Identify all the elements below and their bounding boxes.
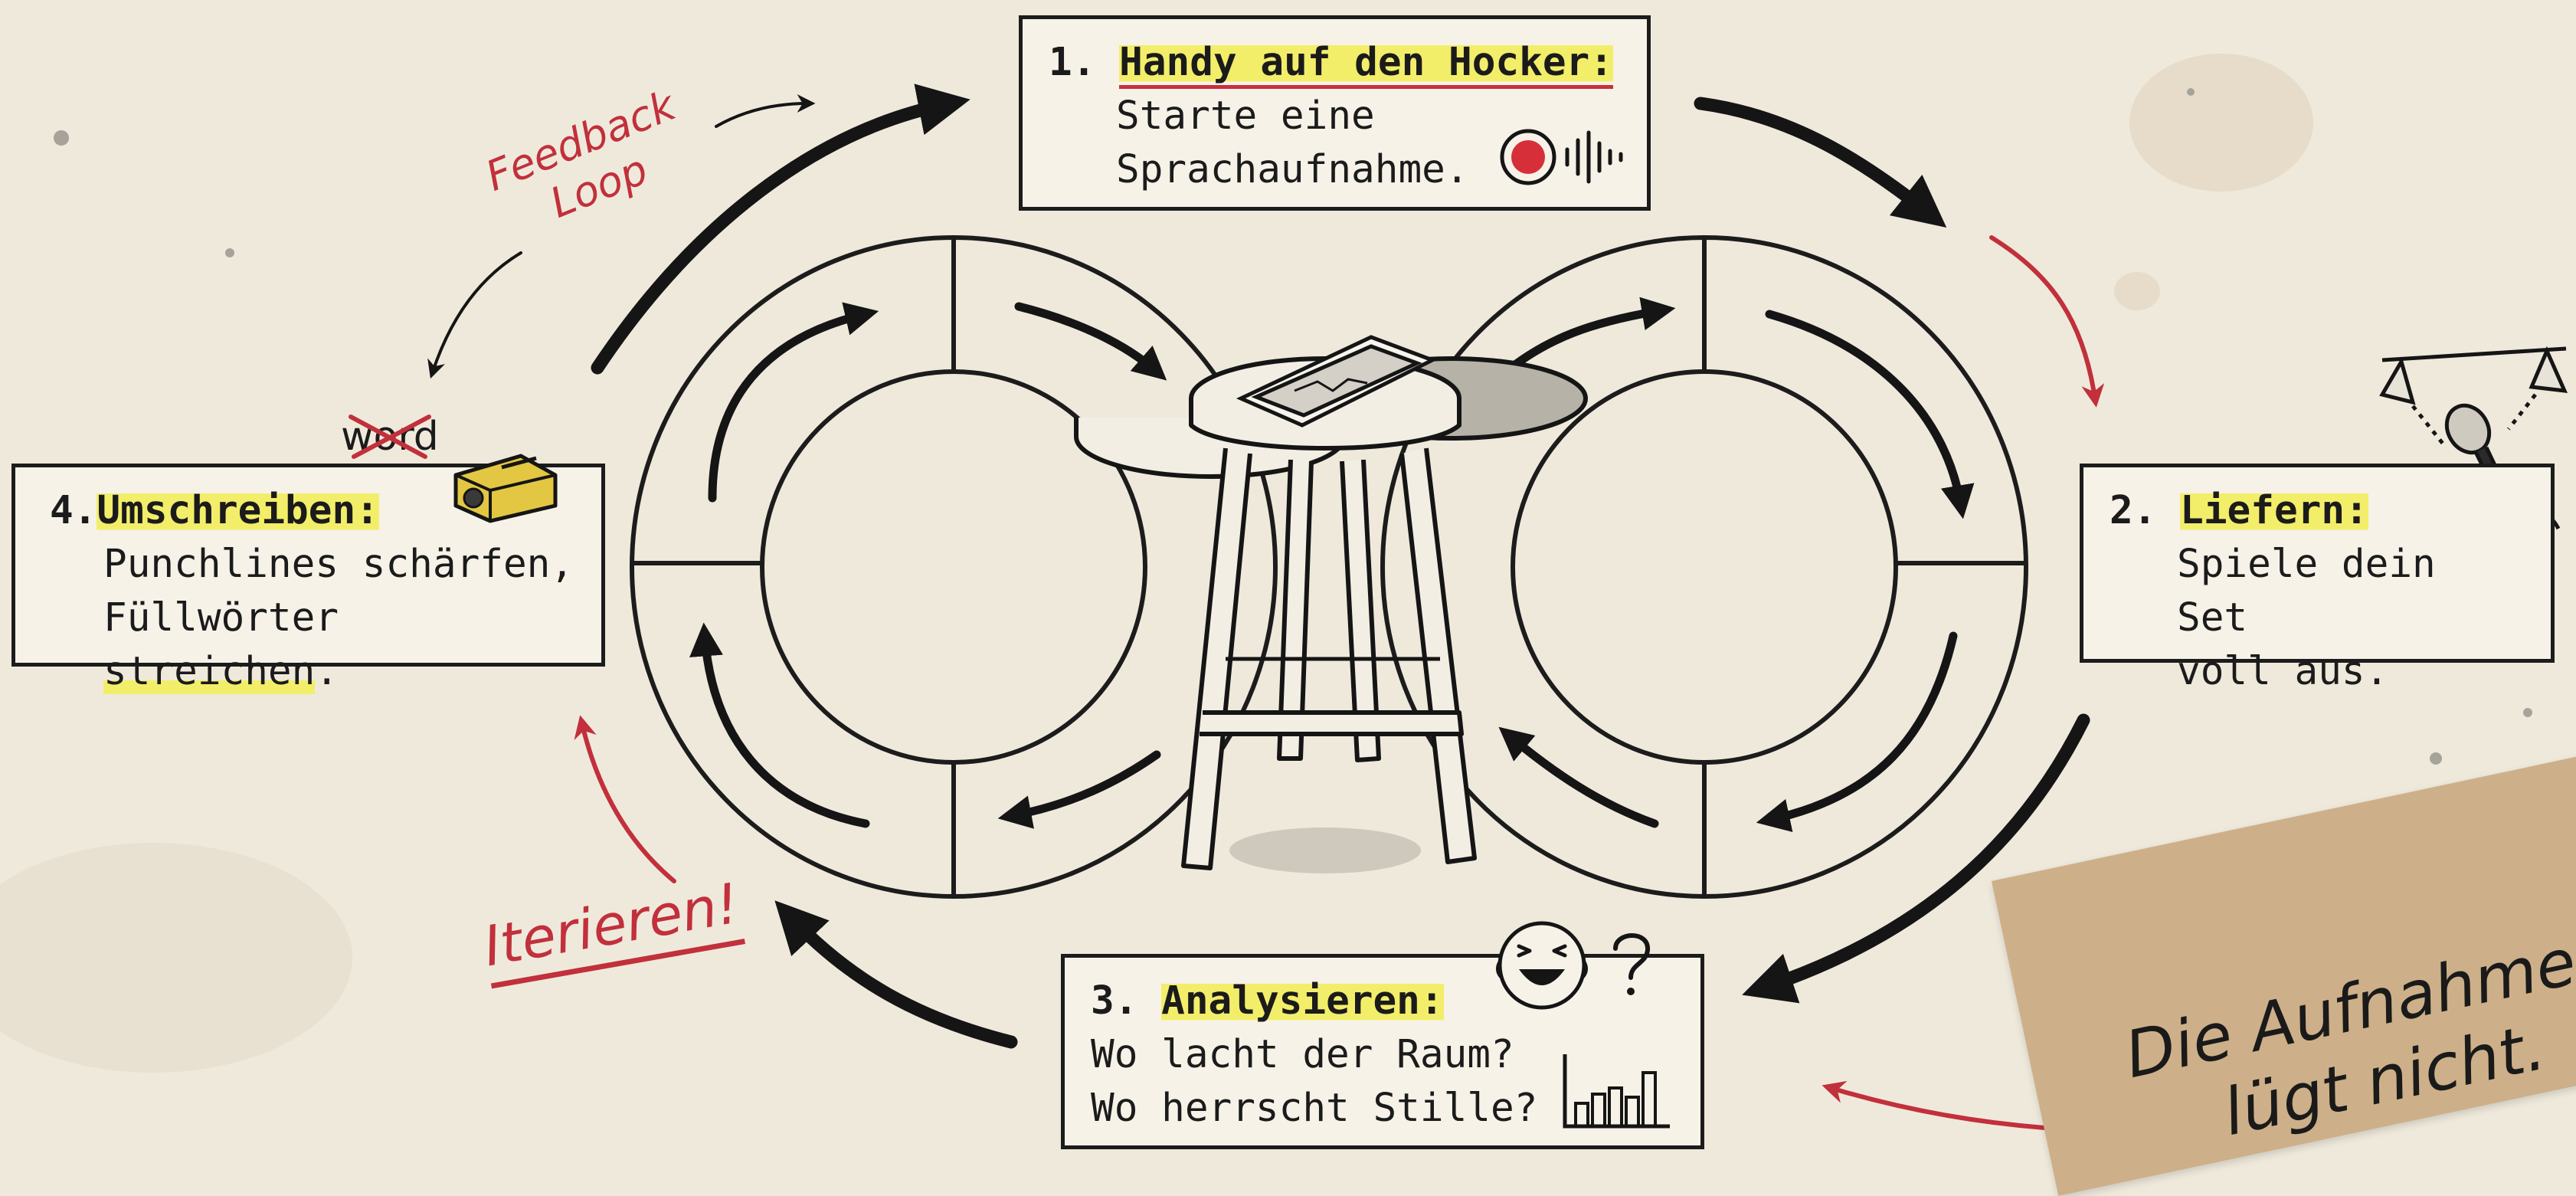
red-arrow-left — [582, 724, 674, 881]
step-2-line-2: voll aus. — [2110, 645, 2525, 699]
cycle-arrows — [597, 103, 2083, 1042]
track-arrow-2 — [1019, 306, 1157, 372]
record-icon — [1497, 126, 1559, 188]
arrow-to-step-2 — [1700, 103, 1930, 215]
question-mark-icon — [1605, 927, 1658, 1004]
red-arrow-top-right — [1992, 238, 2095, 398]
crossed-word: word — [341, 414, 439, 460]
bar-stool-icon — [1076, 359, 1586, 873]
step-1-title-row: 1. Handy auf den Hocker: — [1049, 36, 1621, 90]
track-arrow-5 — [1769, 636, 1953, 820]
feedback-arrow-bottom — [433, 253, 521, 372]
step-4-line-2-highlight: streichen — [103, 649, 315, 694]
track-arrow-4 — [1769, 314, 1961, 506]
step-4-line-2-a: Füllwörter — [103, 595, 339, 641]
step-2-number: 2. — [2110, 488, 2156, 533]
laughing-face-icon — [1490, 916, 1597, 1015]
sound-wave-icon — [1563, 126, 1628, 188]
feedback-arrow-top — [716, 103, 808, 126]
step-3-title: Analysieren: — [1161, 978, 1443, 1024]
infinity-track — [632, 238, 2026, 896]
step-4-number: 4. — [50, 488, 97, 533]
step-1-box: 1. Handy auf den Hocker: Starte eine Spr… — [1019, 15, 1651, 211]
step-2-line-1: Spiele dein Set — [2110, 538, 2525, 645]
bar-chart-icon — [1559, 1050, 1674, 1134]
step-2-box: 2. Liefern: Spiele dein Set voll aus. — [2080, 464, 2555, 663]
track-arrow-7 — [1011, 755, 1157, 816]
step-2-title: Liefern: — [2180, 488, 2368, 533]
step-4-line-2-end: . — [315, 649, 339, 694]
step-4-title: Umschreiben: — [97, 488, 378, 533]
step-4-line-2: Füllwörter streichen. — [50, 591, 575, 699]
step-2-title-row: 2. Liefern: — [2110, 484, 2525, 538]
step-3-number: 3. — [1091, 978, 1137, 1024]
arrow-to-step-4 — [789, 916, 1011, 1042]
step-1-title: Handy auf den Hocker: — [1119, 40, 1613, 89]
step-1-number: 1. — [1049, 40, 1095, 85]
step-4-line-1: Punchlines schärfen, — [50, 538, 575, 591]
step-3-box: 3. Analysieren: Wo lacht der Raum? Wo he… — [1061, 954, 1704, 1149]
pencil-sharpener-icon — [448, 433, 563, 525]
strike-through-mark — [345, 409, 437, 463]
